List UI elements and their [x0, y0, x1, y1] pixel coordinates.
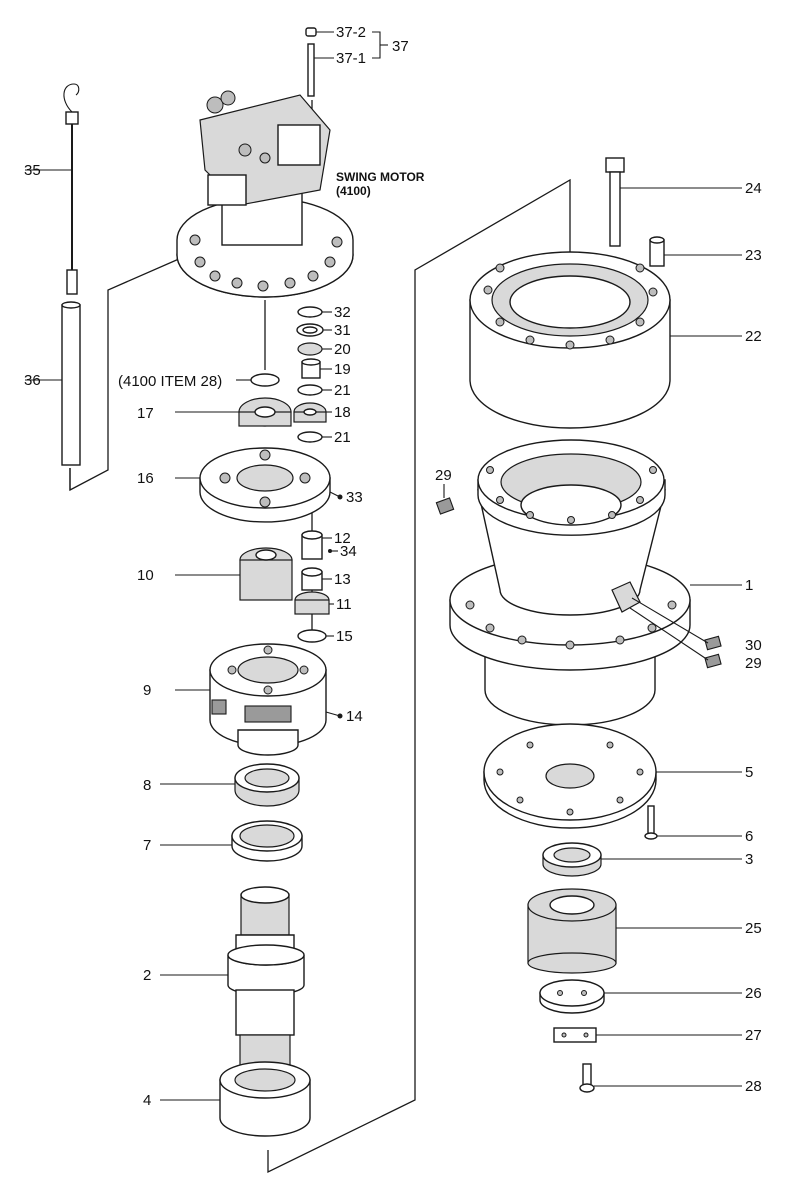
part-12-bushing	[301, 530, 332, 560]
label-37-2: 37-2	[336, 24, 366, 41]
part-11-planet-gear-no2	[294, 591, 334, 615]
label-32: 32	[334, 304, 351, 321]
part-5-cover-plate	[483, 723, 742, 829]
swing-motor-caption: SWING MOTOR	[336, 170, 425, 184]
label-29-upper: 29	[435, 467, 452, 484]
part-26-plate	[539, 979, 742, 1014]
label-5: 5	[745, 764, 753, 781]
part-34-spring-pin	[328, 549, 338, 553]
part-23-pin	[649, 236, 742, 267]
label-11: 11	[336, 596, 352, 613]
part-37-plug-and-stud	[305, 27, 388, 97]
label-16: 16	[137, 470, 154, 487]
part-4-spherical-roller-bearing	[160, 1061, 311, 1137]
label-27: 27	[745, 1027, 762, 1044]
part-10-sun-gear-no2	[175, 547, 293, 601]
label-10: 10	[137, 567, 154, 584]
part-29-plug-upper	[435, 484, 455, 515]
label-4: 4	[143, 1092, 151, 1109]
label-29-lower: 29	[745, 655, 762, 672]
label-18: 18	[334, 404, 351, 421]
part-32-snap-ring	[297, 306, 332, 318]
part-25-pinion-gear	[527, 888, 742, 974]
label-9: 9	[143, 682, 151, 699]
part-21-thrust-washer-lower	[297, 431, 332, 443]
label-23: 23	[745, 247, 762, 264]
part-13-bushing	[301, 567, 332, 591]
part-30-plug	[631, 597, 722, 651]
part-17-sun-gear	[175, 397, 292, 427]
part-21-thrust-washer-top	[297, 384, 332, 396]
label-24: 24	[745, 180, 762, 197]
part-14-pin	[325, 711, 343, 719]
part-8-roller-bearing	[160, 763, 300, 807]
part-24-socket-bolt	[605, 157, 742, 247]
label-26: 26	[745, 985, 762, 1002]
part-19-bushing	[301, 358, 332, 379]
label-30: 30	[745, 637, 762, 654]
part-36-gauge-pipe	[25, 301, 81, 466]
part-31-ring	[296, 323, 332, 337]
label-15: 15	[336, 628, 353, 645]
part-15-thrust-washer	[297, 629, 334, 643]
label-34: 34	[340, 543, 357, 560]
motor-item-28-ring	[236, 373, 280, 387]
label-21-top: 21	[334, 382, 351, 399]
motor-item-note: (4100 ITEM 28)	[118, 373, 222, 390]
label-22: 22	[745, 328, 762, 345]
label-31: 31	[334, 322, 351, 339]
part-6-bolt	[644, 805, 742, 840]
label-20: 20	[334, 341, 351, 358]
label-35: 35	[24, 162, 41, 179]
part-29-plug-lower	[629, 607, 722, 669]
part-33-pin	[329, 491, 343, 500]
label-37: 37	[392, 38, 409, 55]
part-16-carrier-no1	[175, 447, 331, 523]
part-9-carrier-no2	[175, 643, 327, 756]
part-18-planet-gear	[293, 402, 332, 423]
part-28-bolt	[579, 1063, 742, 1093]
label-21-lower: 21	[334, 429, 351, 446]
label-3: 3	[745, 851, 753, 868]
part-3-oil-seal	[542, 842, 742, 877]
part-7-oil-seal	[160, 820, 303, 862]
part-35-level-gauge	[25, 83, 80, 295]
part-27-lock-plate	[553, 1027, 742, 1043]
label-7: 7	[143, 837, 151, 854]
part-1-casing	[449, 439, 742, 726]
label-33: 33	[346, 489, 363, 506]
label-28: 28	[745, 1078, 762, 1095]
label-17: 17	[137, 405, 154, 422]
label-6: 6	[745, 828, 753, 845]
swing-motor-number: (4100)	[336, 184, 371, 198]
label-13: 13	[334, 571, 351, 588]
part-20-collar	[297, 342, 332, 356]
label-12: 12	[334, 530, 351, 547]
swing-motor-4100	[176, 90, 354, 298]
label-8: 8	[143, 777, 151, 794]
label-2: 2	[143, 967, 151, 984]
label-25: 25	[745, 920, 762, 937]
label-37-1: 37-1	[336, 50, 366, 67]
label-36: 36	[24, 372, 41, 389]
part-2-drive-shaft	[160, 886, 305, 1081]
label-19: 19	[334, 361, 351, 378]
part-22-ring-gear	[469, 251, 742, 429]
label-14: 14	[346, 708, 363, 725]
label-1: 1	[745, 577, 753, 594]
